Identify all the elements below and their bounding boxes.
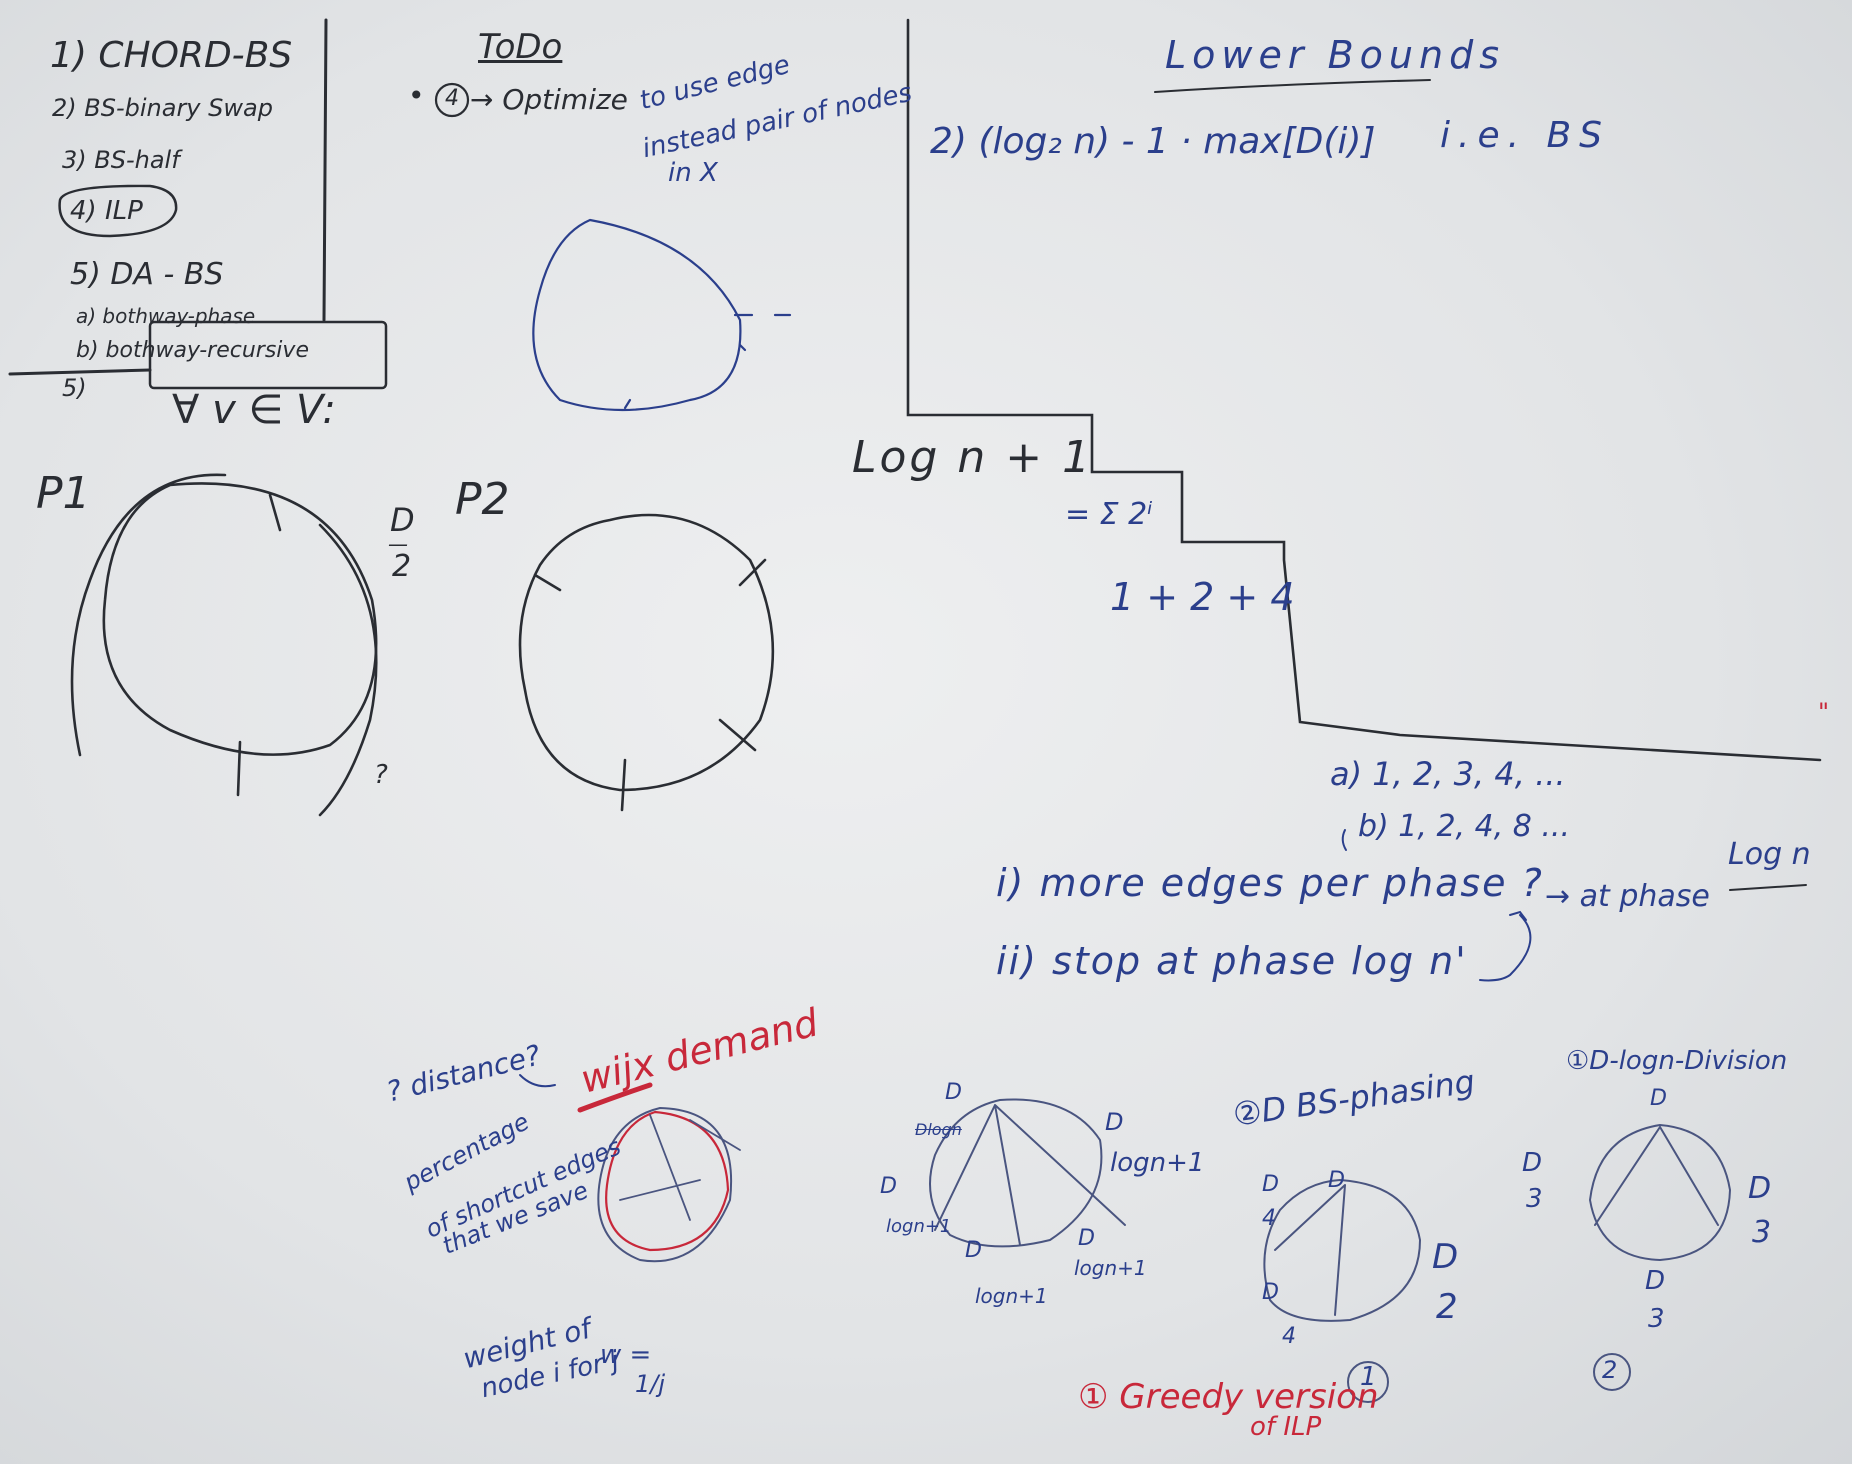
p2-circle (518, 513, 775, 792)
circled-four (434, 82, 470, 118)
diagram1-circle (929, 1098, 1103, 1248)
menu-divider-vertical (322, 18, 328, 322)
p2-label: P2 (455, 474, 510, 525)
todo-text: → Optimize (470, 83, 628, 116)
menu-item-bs-half: 3) BS-half (62, 146, 180, 174)
menu-item-da-bs: 5) DA - BS (70, 257, 224, 292)
d3-bottom-num: D (1645, 1266, 1666, 1296)
staircase-line (906, 18, 1822, 762)
lower-bounds-ie: i.e. BS (1440, 115, 1611, 156)
menu-item-ilp: 4) ILP (70, 196, 143, 226)
d1-bottomright-den: logn+1 (1074, 1256, 1147, 1280)
d-over-2-num: D (390, 501, 415, 539)
menu-item-bs-binary-swap: 2) BS-binary Swap (52, 94, 273, 122)
p1-circle (102, 482, 378, 756)
logn-plus-one: Log n + 1 (852, 432, 1094, 483)
d2-top-label: D (1328, 1168, 1345, 1193)
todo-note-line3: in X (668, 158, 718, 188)
todo-title: ToDo (478, 27, 563, 67)
greedy-line1: ① Greedy version (1078, 1377, 1379, 1417)
d1-right-num: D (1105, 1108, 1124, 1136)
d1-bottomleft-num: D (965, 1238, 982, 1263)
greedy-line2: of ILP (1250, 1412, 1322, 1442)
todo-circle (532, 218, 742, 412)
question-ii: ii) stop at phase log n' (996, 939, 1468, 983)
d2-left2-den: 4 (1282, 1324, 1296, 1349)
forall-label: ∀ v ∈ V: (172, 387, 336, 433)
d3-right-den: 3 (1752, 1215, 1772, 1250)
d1-top-num: D (945, 1080, 962, 1105)
lower-bounds-formula: 2) (log₂ n) - 1 · max[D(i)] (930, 121, 1376, 162)
at-phase-label: → at phase (1545, 879, 1710, 914)
d3-top-label: D (1650, 1086, 1667, 1111)
todo-ref: 4 (445, 86, 459, 111)
lower-bounds-title: Lower Bounds (1165, 33, 1505, 77)
d2-right-den: 2 (1436, 1287, 1458, 1327)
bothway-box (148, 320, 388, 390)
d3-left-num: D (1522, 1148, 1543, 1178)
d1-bottomleft-den: logn+1 (975, 1284, 1048, 1308)
d2-right-num: D (1432, 1237, 1459, 1277)
d3-title: ①D-logn-Division (1566, 1046, 1788, 1076)
p1-question-mark: ? (374, 760, 388, 790)
circled-one (1347, 1361, 1389, 1403)
d2-left2-num: D (1262, 1280, 1279, 1305)
ilp-circle (58, 184, 178, 238)
d1-left-den: logn+1 (886, 1216, 952, 1237)
d3-left-den: 3 (1526, 1184, 1543, 1214)
diagram3-circle (1588, 1123, 1732, 1262)
menu-item-five: 5) (62, 374, 87, 402)
d1-right-den: logn+1 (1110, 1148, 1205, 1178)
menu-item-bothway-phase: a) bothway-phase (76, 304, 256, 328)
weight-line3: w = (600, 1340, 652, 1370)
sum-label: = Σ 2ⁱ (1065, 497, 1153, 532)
todo-bullet: • (408, 79, 425, 112)
d3-bottom-den: 3 (1648, 1304, 1665, 1334)
menu-divider-horizontal (8, 368, 152, 376)
d1-left-num: D (880, 1174, 897, 1199)
diagram2-circle (1263, 1178, 1422, 1322)
d1-top-den: Dlogn (915, 1120, 962, 1139)
edge-quote: " (1818, 698, 1830, 726)
question-i: i) more edges per phase ? (996, 861, 1544, 905)
p1-outer-arc-right (318, 523, 378, 817)
p1-outer-arc-left (70, 473, 227, 757)
small-blue-circle (597, 1106, 733, 1263)
d-over-2-den: 2 (392, 549, 412, 584)
log-n-label: Log n (1728, 837, 1811, 872)
weight-value: 1/j (635, 1370, 666, 1398)
menu-item-bothway-recursive: b) bothway-recursive (76, 338, 309, 363)
d3-right-num: D (1748, 1171, 1772, 1206)
circled-one-label: 1 (1360, 1362, 1377, 1392)
menu-item-chord-bs: 1) CHORD-BS (50, 35, 293, 76)
sequence-b: b) 1, 2, 4, 8 ... (1358, 809, 1570, 844)
circled-two (1593, 1353, 1631, 1391)
small-red-circle (605, 1110, 730, 1252)
d2-left1-den: 4 (1262, 1206, 1276, 1231)
log-n-underline (1729, 884, 1807, 891)
bounds-underline (1154, 79, 1431, 93)
fraction-bar: — (388, 532, 408, 556)
circled-two-label: 2 (1602, 1356, 1618, 1384)
p1-label: P1 (36, 468, 91, 519)
series-label: 1 + 2 + 4 (1110, 575, 1295, 619)
d2-left1-num: D (1262, 1172, 1279, 1197)
sequence-a: a) 1, 2, 3, 4, ... (1330, 755, 1566, 793)
d1-bottomright-num: D (1078, 1226, 1095, 1251)
